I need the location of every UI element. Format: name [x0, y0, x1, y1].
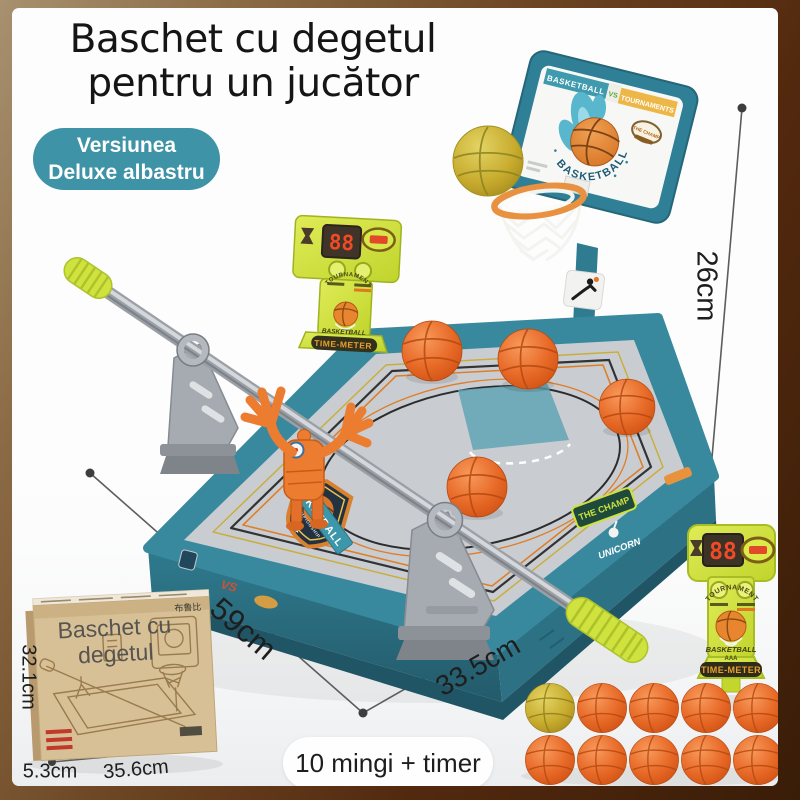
launcher-bracket-right [396, 510, 495, 660]
timer-flat-button-right [736, 581, 754, 599]
caption-pill: 10 mingi + timer [283, 737, 493, 786]
rod-grip-bottom [565, 596, 649, 664]
packaging-box: Baschet cu degetul 布鲁比 [25, 589, 218, 762]
timer-flat-button-left [710, 581, 728, 599]
variant-badge: Versiunea Deluxe albastru [33, 128, 220, 190]
box-title-line1: Baschet cu [57, 612, 172, 644]
launcher-bracket-left [160, 342, 240, 474]
timer-flat-badge [740, 536, 776, 564]
hourglass-icon [300, 227, 315, 245]
board-side-right [497, 476, 716, 702]
timer-center: 88 TOURNAMENT BASKETBALL TIME-METER [292, 214, 403, 354]
balls-on-board [401, 320, 656, 520]
champ-sticker: THE CHAMP [571, 487, 637, 529]
oval-sticker [254, 595, 278, 609]
timer-button-right [354, 261, 373, 280]
timer-display-digits: 88 [328, 230, 355, 255]
backboard: BASKETBALL VS TOURNAMENTS THE CHAMP BASK… [501, 50, 699, 224]
timer-flat-label: TIME-METER [701, 665, 761, 675]
board-side-left [148, 548, 502, 702]
product-illustration: BASKETBALL VS TOURNAMENTS THE CHAMP BASK… [12, 50, 778, 786]
rod-grip-top [63, 256, 113, 300]
shield-sticker-small [178, 549, 198, 571]
court-key [458, 383, 569, 450]
pole-sticker [563, 269, 605, 311]
game-board: VS THE CHAMP UNICORN ★ BASKETBALL [143, 313, 719, 720]
rod-collars [176, 333, 464, 539]
box-line-art [39, 615, 199, 736]
player-figure [240, 386, 374, 531]
champ-badge: THE CHAMP [631, 120, 662, 145]
basketball-icon [570, 117, 620, 167]
variant-badge-line2: Deluxe albastru [48, 161, 205, 184]
rim [491, 182, 587, 220]
photo-canvas: BASKETBALL VS TOURNAMENTS THE CHAMP BASK… [12, 8, 778, 786]
timer-display [320, 223, 363, 260]
shield-star: ★ [293, 526, 301, 535]
timer-label: TIME-METER [314, 338, 372, 351]
dim-label-height: 26cm [690, 250, 723, 322]
timer-flat-digits: 88 [709, 539, 737, 565]
hourglass-icon [690, 540, 703, 556]
hoop [491, 175, 591, 262]
title-line1: Baschet cu degetul [69, 17, 437, 62]
orange-strip-sticker [664, 467, 692, 485]
antler-hands [240, 386, 374, 448]
variant-badge-line1: Versiunea [76, 133, 177, 157]
dim-label-box-depth: 5.3cm [22, 760, 78, 783]
title-line2: pentru un jucător [87, 61, 419, 107]
dim-label-box-height: 32.1cm [17, 644, 40, 710]
yellow-ball-hoop [452, 125, 524, 197]
timer-flat-basketball-icon [715, 610, 747, 642]
unicorn-icon [608, 527, 619, 538]
caption-text: 10 mingi + timer [295, 747, 481, 778]
vs-sticker: VS [220, 577, 239, 594]
net [498, 203, 582, 262]
box-brand-mark: 布鲁比 [174, 601, 202, 613]
page-title: Baschet cu degetul pentru un jucător [30, 17, 476, 107]
player-silhouette-icon [586, 278, 594, 285]
timer-flat-logo-text: BASKETBALL [706, 645, 757, 654]
timer-logo-text: BASKETBALL [322, 328, 366, 337]
timer-basketball-icon [333, 301, 359, 327]
backboard-logo: BASKETBALL [551, 91, 631, 193]
timer-flat: 88 TOURNAMENT BASKETBALL AAA TIME-METER [687, 524, 776, 693]
timer-badge [361, 227, 396, 252]
timer-button-left [328, 260, 347, 279]
banner-vs-text: VS [608, 91, 619, 100]
box-feature-bullets [45, 728, 73, 751]
timer-flat-battery-text: AAA [725, 656, 739, 662]
box-title-line2: degetul [77, 638, 154, 668]
